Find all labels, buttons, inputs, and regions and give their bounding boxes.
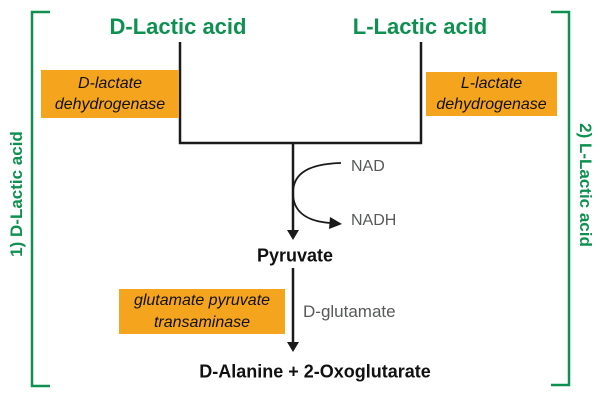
enzyme-l-lactate-dehydrogenase: L-lactate dehydrogenase	[426, 72, 557, 116]
enzyme-d-lactate-dehydrogenase: D-lactate dehydrogenase	[41, 70, 179, 118]
left-bracket	[30, 10, 50, 388]
node-l-lactic-acid: L-Lactic acid	[352, 14, 488, 39]
node-pyruvate: Pyruvate	[256, 245, 334, 266]
side-label-l-lactic: 2) L-Lactic acid	[576, 123, 595, 247]
arrow-to-pyruvate-head	[287, 230, 299, 240]
enzyme-glutamate-pyruvate-transaminase: glutamate pyruvate transaminase	[119, 289, 285, 334]
arrow-to-product-head	[287, 342, 299, 352]
nad-nadh-arc-head	[329, 217, 342, 229]
side-label-d-lactic: 1) D-Lactic acid	[7, 131, 26, 257]
node-d-lactic-acid: D-Lactic acid	[109, 14, 247, 39]
converging-lines	[178, 42, 423, 145]
cofactor-nadh: NADH	[351, 212, 397, 229]
cofactor-nad: NAD	[351, 158, 385, 175]
cofactor-d-glutamate: D-glutamate	[303, 302, 396, 321]
node-product: D-Alanine + 2-Oxoglutarate	[199, 361, 431, 382]
nad-nadh-arc	[292, 162, 342, 224]
right-bracket	[551, 10, 571, 387]
